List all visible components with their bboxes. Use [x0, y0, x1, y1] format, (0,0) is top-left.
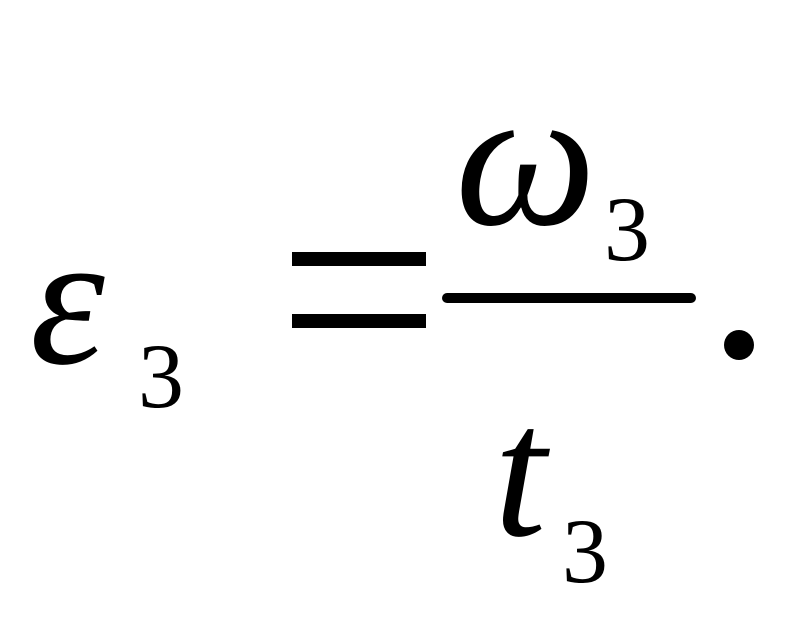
- epsilon-subscript: 3: [138, 325, 184, 427]
- omega-subscript: 3: [604, 178, 650, 280]
- epsilon-symbol: ε: [30, 195, 105, 405]
- terminating-period: [724, 330, 754, 360]
- equals-sign-bottom-bar: [292, 314, 426, 328]
- t-subscript: 3: [562, 500, 608, 602]
- t-symbol: t: [494, 367, 547, 576]
- equals-sign-top-bar: [292, 252, 426, 266]
- fraction-bar: [442, 293, 696, 303]
- omega-symbol: ω: [455, 47, 597, 268]
